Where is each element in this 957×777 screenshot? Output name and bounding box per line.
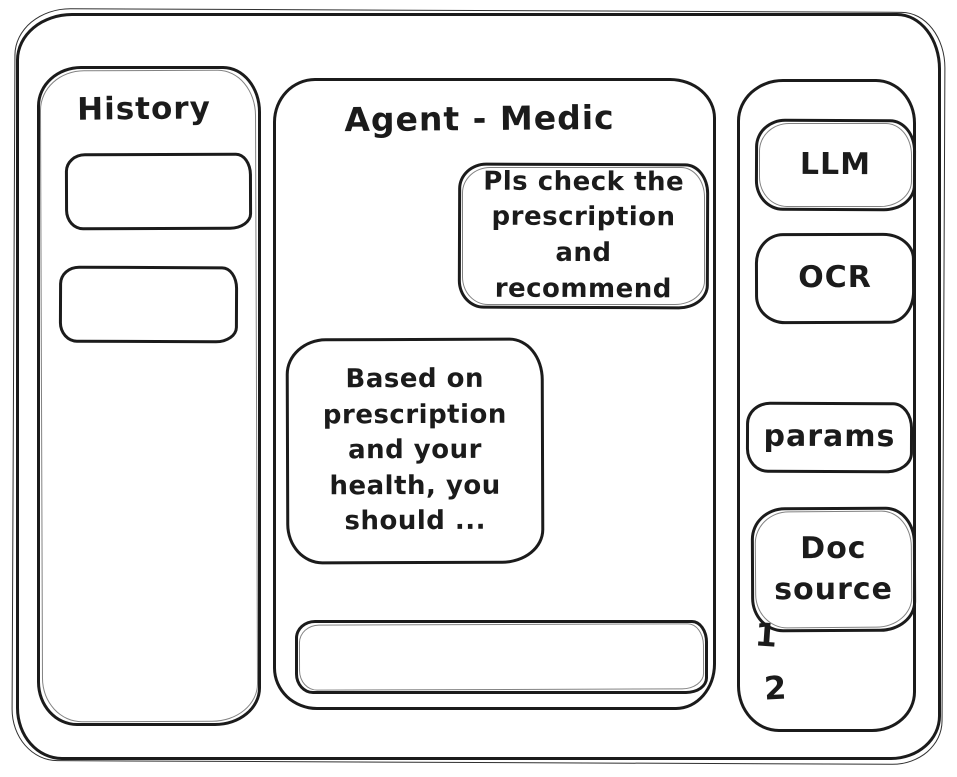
chat-panel: Agent - Medic Pls check the prescription… [273,78,716,710]
doc-source-item-2[interactable]: 2 [763,668,788,708]
history-panel: History [37,66,261,726]
tools-panel: LLM OCR params Doc source 1 2 [737,79,917,732]
chat-title: Agent - Medic [344,97,615,140]
history-title: History [76,90,211,128]
message-input[interactable] [295,620,708,694]
assistant-message-bubble: Based on prescription and your health, y… [285,337,545,565]
history-item[interactable] [58,265,239,344]
llm-button[interactable]: LLM [754,118,917,212]
history-item[interactable] [64,152,253,231]
params-button[interactable]: params [745,401,914,474]
app-window-frame [16,13,941,760]
doc-source-item-1[interactable]: 1 [753,615,779,655]
ocr-button[interactable]: OCR [754,232,916,325]
doc-source-button[interactable]: Doc source [750,506,917,633]
user-message-bubble: Pls check the prescription and recommend [457,162,710,310]
